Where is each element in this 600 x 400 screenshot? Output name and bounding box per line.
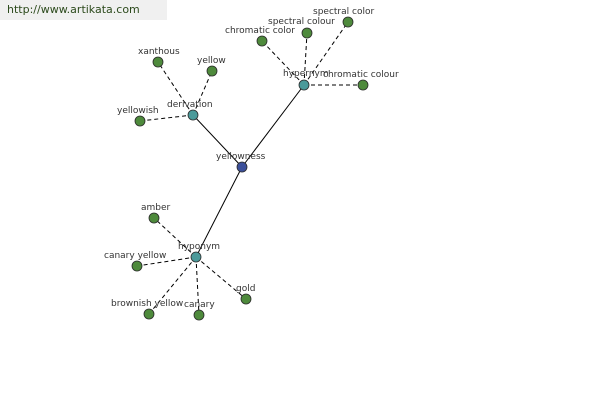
node-canary-yellow[interactable]: canary yellow [104, 251, 166, 272]
node-chromatic-color[interactable]: chromatic color [225, 26, 295, 47]
node-dot-spectral-colour [301, 27, 313, 39]
edge-derivation-yellow [192, 70, 213, 116]
node-brownish-yellow[interactable]: brownish yellow [111, 299, 183, 320]
node-dot-spectral-color [342, 16, 354, 28]
node-dot-canary-yellow [131, 260, 143, 272]
edge-hypernym-chromatic-color [261, 40, 305, 86]
label-amber: amber [141, 203, 171, 213]
node-dot-derivation [187, 109, 199, 121]
node-dot-gold [240, 293, 252, 305]
node-yellowish[interactable]: yellowish [117, 106, 159, 127]
node-xanthous[interactable]: xanthous [138, 47, 180, 68]
edge-hyponym-brownish-yellow [148, 256, 197, 315]
node-chromatic-colour[interactable]: chromatic colour [323, 70, 399, 91]
edge-center-hypernym [241, 84, 305, 168]
label-canary: canary [184, 300, 215, 310]
node-dot-chromatic-color [256, 35, 268, 47]
label-yellowness: yellowness [216, 152, 266, 162]
node-dot-hyponym [190, 251, 202, 263]
label-hypernym: hypernym [283, 69, 329, 79]
edge-center-derivation [192, 114, 243, 168]
label-chromatic-color: chromatic color [225, 26, 295, 36]
node-yellow[interactable]: yellow [197, 56, 226, 77]
edge-hyponym-canary-yellow [136, 256, 197, 267]
label-yellowish: yellowish [117, 106, 159, 116]
node-hypernym[interactable]: hypernym [283, 69, 329, 91]
edge-derivation-yellowish [139, 114, 194, 122]
node-dot-amber [148, 212, 160, 224]
edge-derivation-xanthous [157, 61, 194, 116]
label-xanthous: xanthous [138, 47, 180, 57]
node-spectral-color[interactable]: spectral color [313, 7, 374, 28]
node-gold[interactable]: gold [236, 284, 255, 305]
edge-hyponym-canary [195, 256, 200, 316]
edge-hypernym-spectral-color [303, 21, 349, 86]
node-dot-chromatic-colour [357, 79, 369, 91]
label-brownish-yellow: brownish yellow [111, 299, 183, 309]
node-dot-center [236, 161, 248, 173]
label-canary-yellow: canary yellow [104, 251, 166, 261]
node-amber[interactable]: amber [141, 203, 171, 224]
node-canary[interactable]: canary [184, 300, 215, 321]
edge-center-hyponym [195, 166, 243, 258]
node-dot-canary [193, 309, 205, 321]
label-gold: gold [236, 284, 255, 294]
watermark-url: http://www.artikata.com [0, 0, 167, 20]
node-dot-yellowish [134, 115, 146, 127]
edge-hypernym-spectral-colour [303, 32, 308, 86]
label-yellow: yellow [197, 56, 226, 66]
label-chromatic-colour: chromatic colour [323, 70, 399, 80]
edge-hyponym-gold [195, 256, 247, 300]
node-dot-yellow [206, 65, 218, 77]
node-dot-xanthous [152, 56, 164, 68]
label-spectral-color: spectral color [313, 7, 374, 17]
node-spectral-colour[interactable]: spectral colour [268, 17, 335, 39]
node-derivation[interactable]: derivation [167, 100, 213, 121]
node-center-yellowness[interactable]: yellowness [216, 152, 266, 173]
edge-hyponym-amber [153, 217, 197, 258]
node-hyponym[interactable]: hyponym [178, 242, 220, 263]
label-derivation: derivation [167, 100, 213, 110]
node-dot-hypernym [298, 79, 310, 91]
label-hyponym: hyponym [178, 242, 220, 252]
node-dot-brownish-yellow [143, 308, 155, 320]
label-spectral-colour: spectral colour [268, 17, 335, 27]
